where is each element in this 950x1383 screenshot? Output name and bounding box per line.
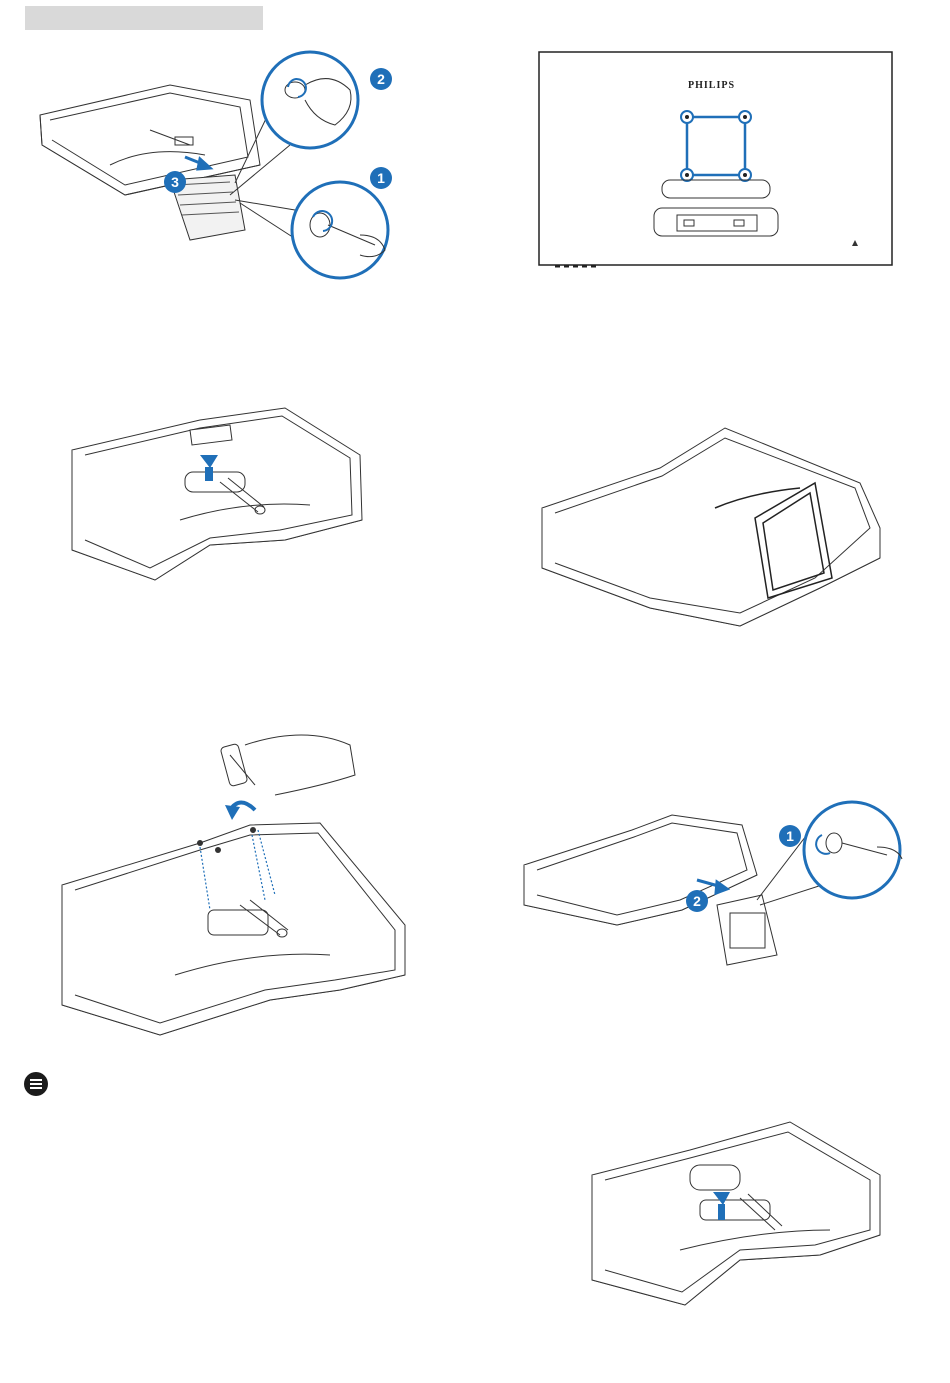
figure-fasten-base-screws [60,725,410,1040]
brand-logo: PHILIPS [688,80,735,91]
step-badge-2: 2 [686,890,708,912]
figure-stand-neck-installed [540,428,890,628]
step-badge-3: 3 [164,171,186,193]
step-badge-2: 2 [370,68,392,90]
figure-detach-base-screw [522,795,907,975]
section-header-bar [25,6,263,30]
figure-remove-stand-column [590,1120,890,1310]
note-icon [24,1072,48,1096]
step-badge-1: 1 [370,167,392,189]
step-badge-1: 1 [779,825,801,847]
figure-attach-stand-column [70,400,370,585]
figure-remove-stand-screws [30,45,400,280]
